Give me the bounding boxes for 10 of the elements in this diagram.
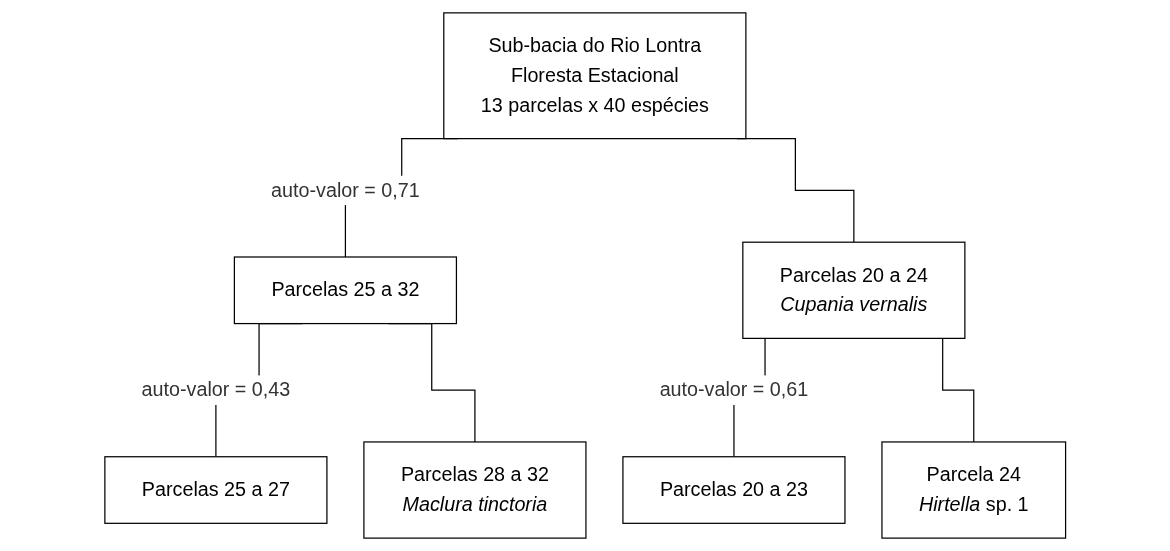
node-box: Parcela 24 Hirtella sp. 1: [881, 441, 1066, 539]
node-box: Parcelas 20 a 24 Cupania vernalis: [742, 241, 966, 339]
edge-label: auto-valor = 0,71: [270, 179, 420, 201]
node-box: Parcelas 25 a 32: [233, 256, 457, 325]
node-box: Parcelas 25 a 27: [104, 456, 328, 524]
node-box: Sub-bacia do Rio Lontra Floresta Estacional 13 parcelas x 40 espécies: [442, 12, 747, 140]
edge-label: auto-valor = 0,61: [659, 379, 809, 401]
node-box: Parcelas 20 a 23: [622, 456, 846, 524]
edge-label: auto-valor = 0,43: [141, 379, 290, 401]
node-box: Parcelas 28 a 32 Maclura tinctoria: [363, 441, 587, 539]
